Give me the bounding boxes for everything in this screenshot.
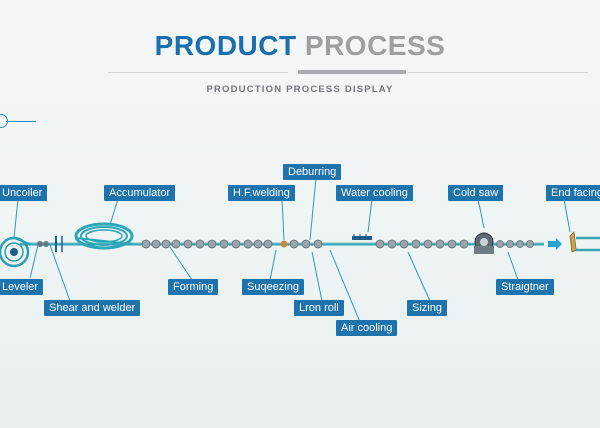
- cold-saw-machine: [474, 232, 494, 254]
- label-deburring: Deburring: [283, 164, 342, 180]
- uncoiler-machine: [0, 236, 31, 268]
- welding-station: [280, 239, 323, 249]
- title-process: PROCESS: [304, 30, 446, 61]
- label-hf-welding: H.F.welding: [228, 185, 295, 201]
- title-rule-right: [408, 72, 588, 73]
- sizing-rolls: [375, 239, 469, 249]
- label-end-facing: End facing: [546, 185, 600, 201]
- end-facing-machine: [569, 231, 600, 253]
- label-leveler: Leveler: [0, 279, 44, 295]
- title-underline: [298, 70, 406, 74]
- flow-arrow-icon: [548, 238, 562, 250]
- label-shear-welder: Shear and welder: [44, 300, 141, 316]
- label-water-cooling: Water cooling: [336, 185, 413, 201]
- water-cooling-tank: [352, 234, 372, 240]
- title-rule-left: [108, 72, 288, 73]
- label-iron-roll: Lron roll: [294, 300, 344, 316]
- label-accumulator: Accumulator: [104, 185, 176, 201]
- leveler-machine: [37, 236, 63, 252]
- page-title: PRODUCT PROCESS: [0, 30, 600, 62]
- label-uncoiler: Uncoiler: [0, 185, 48, 201]
- label-straightener: Straigtner: [496, 279, 554, 295]
- section-marker-line: [6, 121, 36, 122]
- accumulator-machine: [74, 222, 134, 250]
- label-sizing: Sizing: [407, 300, 447, 316]
- label-air-cooling: Air cooling: [336, 320, 398, 336]
- forming-rolls: [141, 239, 273, 249]
- title-product: PRODUCT: [154, 30, 297, 61]
- straightener-rolls: [496, 240, 534, 248]
- label-forming: Forming: [168, 279, 219, 295]
- leader-lines: [13, 177, 571, 323]
- label-cold-saw: Cold saw: [448, 185, 504, 201]
- page-subtitle: PRODUCTION PROCESS DISPLAY: [206, 84, 394, 95]
- label-squeezing: Suqeezing: [242, 279, 304, 295]
